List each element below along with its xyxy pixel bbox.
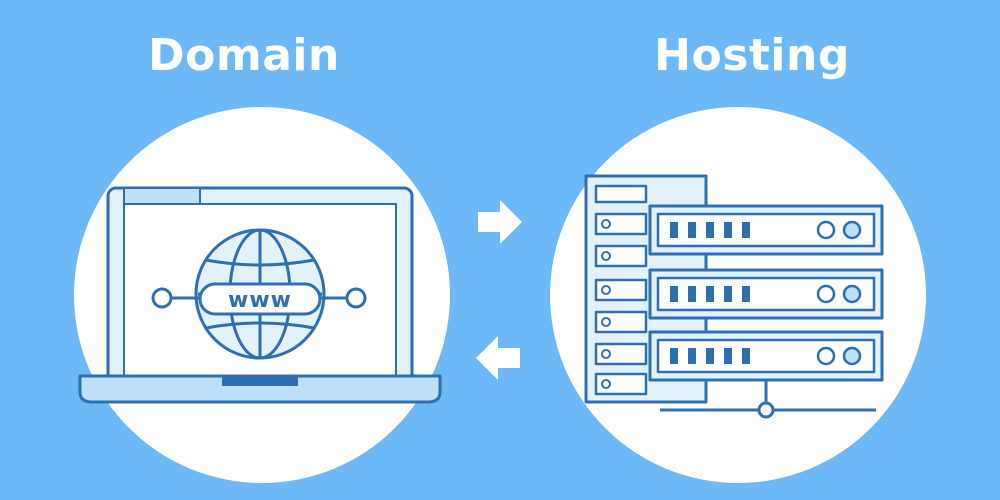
arrow-left-icon bbox=[476, 336, 520, 380]
hosting-title: Hosting bbox=[654, 30, 850, 81]
www-label: www bbox=[228, 288, 292, 313]
left-node-icon bbox=[151, 287, 173, 309]
laptop-globe-icon bbox=[78, 186, 442, 404]
server-rack-icon bbox=[584, 174, 884, 419]
right-node-icon bbox=[345, 287, 367, 309]
domain-title: Domain bbox=[148, 30, 340, 81]
www-badge bbox=[198, 282, 322, 316]
arrow-right-icon bbox=[478, 200, 522, 244]
drive-bars bbox=[670, 222, 750, 364]
network-node-icon bbox=[757, 401, 775, 419]
